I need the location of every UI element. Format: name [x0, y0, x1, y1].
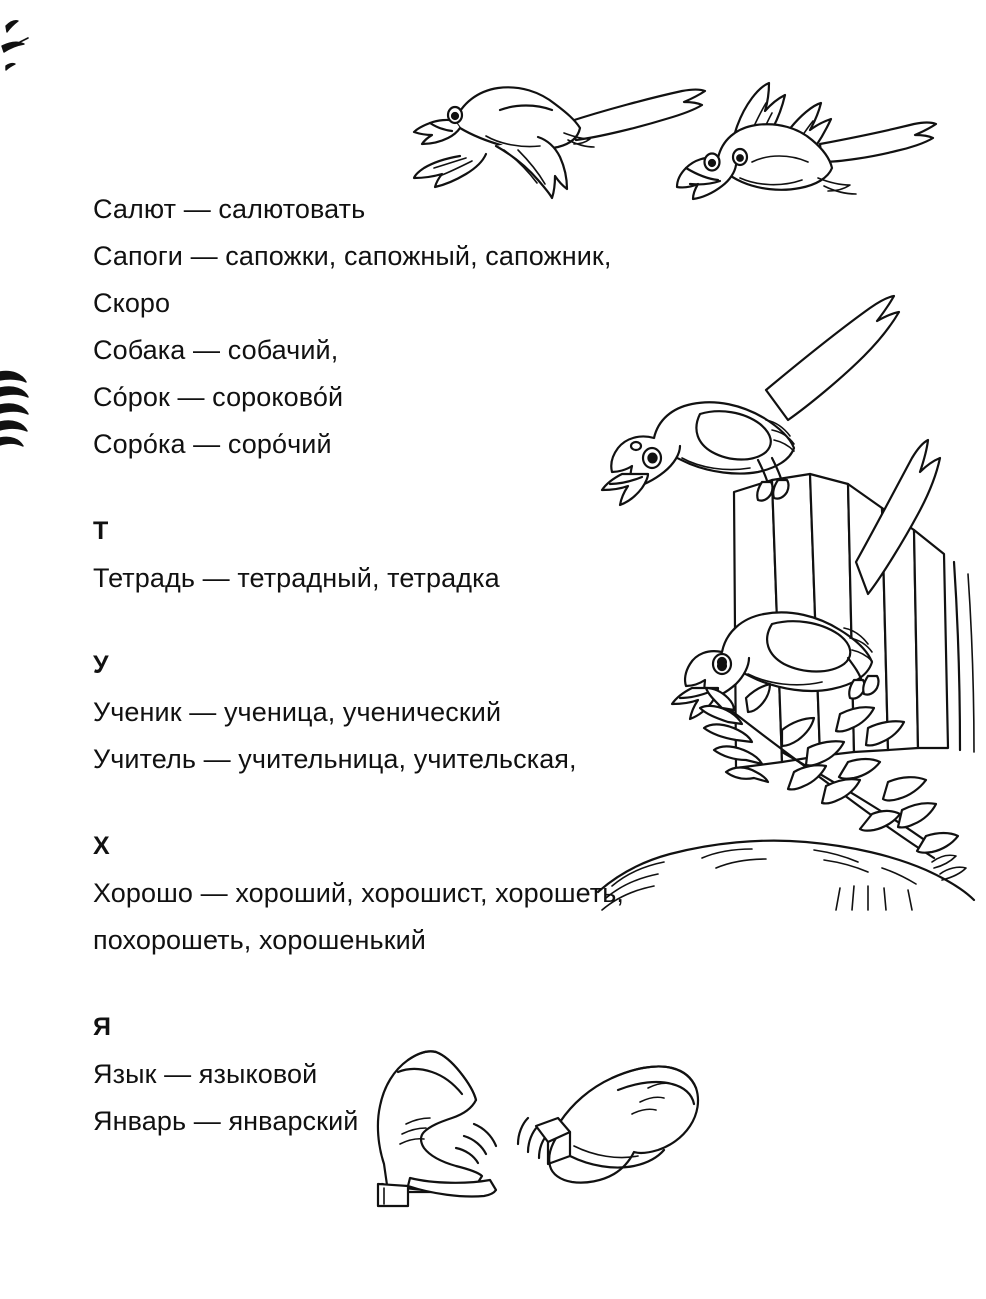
section-letter-heading: Х [93, 832, 110, 860]
two-flying-magpies-illustration [400, 58, 945, 203]
section-spacer [93, 783, 773, 823]
word-list-column: Салют — салютовать Сапоги — сапожки, сап… [93, 186, 773, 1145]
word-line: Тетрадь — тетрадный, тетрадка [93, 563, 500, 593]
cropped-feather-tip-left-edge [0, 368, 46, 452]
section-letter-heading: Т [93, 517, 109, 545]
section-spacer [93, 602, 773, 642]
word-line: Хорошо — хороший, хорошист, хорошеть, [93, 878, 625, 908]
section-letter-heading: У [93, 651, 109, 679]
word-line: Учитель — учительница, учительская, [93, 744, 577, 774]
word-section-t: Т Тетрадь — тетрадный, тетрадка [93, 508, 773, 602]
word-section: Салют — салютовать Сапоги — сапожки, сап… [93, 186, 773, 468]
cropped-grass-mark-left-edge [0, 8, 40, 88]
word-line: Со́рок — сороково́й [93, 382, 344, 412]
section-spacer [93, 964, 773, 1004]
word-line: Язык — языковой [93, 1059, 318, 1089]
word-line: Собака — собачий, [93, 335, 339, 365]
word-line: Ученик — ученица, ученический [93, 697, 502, 727]
word-line: Соро́ка — соро́чий [93, 429, 332, 459]
word-line: Салют — салютовать [93, 194, 366, 224]
word-section-u: У Ученик — ученица, ученический Учитель … [93, 642, 773, 783]
flying-magpie-left [412, 86, 707, 200]
word-line: Скоро [93, 288, 171, 318]
word-line: похорошеть, хорошенький [93, 925, 426, 955]
perched-magpie-lower-tail [854, 438, 942, 596]
word-line: Сапоги — сапожки, сапожный, сапожник, [93, 241, 612, 271]
word-section-h: Х Хорошо — хороший, хорошист, хорошеть, … [93, 823, 773, 964]
word-section-ya: Я Язык — языковой Январь — январский [93, 1004, 773, 1145]
flying-magpie-right [675, 81, 938, 201]
section-spacer [93, 468, 773, 508]
section-letter-heading: Я [93, 1013, 111, 1041]
word-line: Январь — январский [93, 1106, 359, 1136]
